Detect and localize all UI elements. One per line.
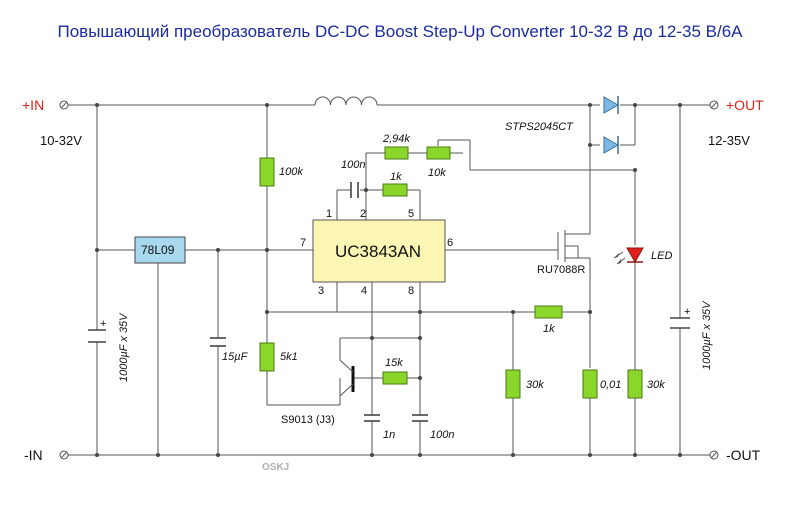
c-15uf-label: 15µF — [222, 351, 249, 363]
in-neg-label: -IN — [24, 447, 43, 463]
r-5k1-label: 5k1 — [280, 351, 298, 363]
r-100k-label: 100k — [279, 166, 303, 178]
resistor-15k — [382, 371, 408, 385]
capacitor-100n-top — [350, 182, 359, 198]
resistor-2-94k — [384, 146, 409, 160]
ic-pin-7: 7 — [300, 237, 306, 249]
led-label: LED — [651, 250, 672, 262]
inductor-icon — [314, 96, 378, 106]
ic-uc3843an — [312, 219, 446, 283]
resistor-30k-a — [505, 369, 521, 399]
capacitor-output: + — [670, 306, 690, 329]
resistor-1k-mid — [534, 305, 563, 319]
diode-icon — [603, 96, 620, 154]
c-out-label: 1000µF x 35V — [701, 300, 713, 370]
c-100n-bottom-label: 100n — [430, 429, 454, 441]
r-30k-b-label: 30k — [647, 379, 665, 391]
r-10k-label: 10k — [428, 167, 446, 179]
ic-pin-6: 6 — [447, 237, 453, 249]
ic-pin-3: 3 — [318, 285, 324, 297]
out-pos-label: +OUT — [726, 97, 764, 113]
ic-label: UC3843AN — [335, 242, 421, 261]
junction-dots — [95, 103, 682, 457]
resistor-100k — [259, 157, 275, 187]
resistor-1k-top — [382, 183, 408, 197]
terminal-in-neg — [59, 450, 69, 460]
transistor-icon — [339, 337, 372, 397]
resistor-5k1 — [259, 342, 275, 372]
out-range-label: 12-35V — [708, 133, 750, 148]
regulator-78l09 — [134, 236, 186, 264]
ic-pin-2: 2 — [360, 208, 366, 220]
diagram-title: Повышающий преобразователь DC-DC Boost S… — [57, 22, 743, 41]
c-100n-top-label: 100n — [341, 159, 365, 171]
in-range-label: 10-32V — [40, 133, 82, 148]
resistor-10k-pot — [426, 146, 451, 160]
terminal-out-pos — [709, 100, 719, 110]
ic-pin-5: 5 — [408, 208, 414, 220]
c-in-label: 1000µF x 35V — [118, 312, 130, 382]
svg-text:+: + — [684, 306, 690, 318]
capacitor-100n-bottom — [412, 414, 428, 422]
mosfet-label: RU7088R — [537, 264, 585, 276]
r-30k-a-label: 30k — [526, 379, 544, 391]
wires — [68, 104, 710, 456]
in-pos-label: +IN — [22, 97, 44, 113]
terminal-in-pos — [59, 100, 69, 110]
resistor-0-01 — [582, 369, 598, 399]
svg-text:+: + — [100, 318, 106, 330]
r-2-94k-label: 2,94k — [382, 133, 410, 145]
transistor-label: S9013 (J3) — [281, 414, 335, 426]
capacitor-15uf — [210, 337, 226, 347]
diode-label: STPS2045CT — [505, 121, 574, 133]
led-icon — [613, 247, 644, 265]
watermark: OSKJ — [262, 462, 289, 473]
c-1n-label: 1n — [383, 429, 395, 441]
capacitor-input: + — [88, 318, 106, 343]
ic-pin-4: 4 — [361, 285, 367, 297]
capacitor-1n — [364, 414, 380, 422]
resistor-30k-b — [627, 369, 643, 399]
terminal-out-neg — [709, 450, 719, 460]
r-15k-label: 15k — [385, 357, 403, 369]
out-neg-label: -OUT — [726, 447, 761, 463]
r-1k-top-label: 1k — [390, 171, 402, 183]
r-0-01-label: 0,01 — [600, 379, 621, 391]
r-1k-mid-label: 1k — [543, 323, 555, 335]
ic-pin-1: 1 — [326, 208, 332, 220]
ic-pin-8: 8 — [408, 285, 414, 297]
regulator-label: 78L09 — [141, 243, 175, 257]
